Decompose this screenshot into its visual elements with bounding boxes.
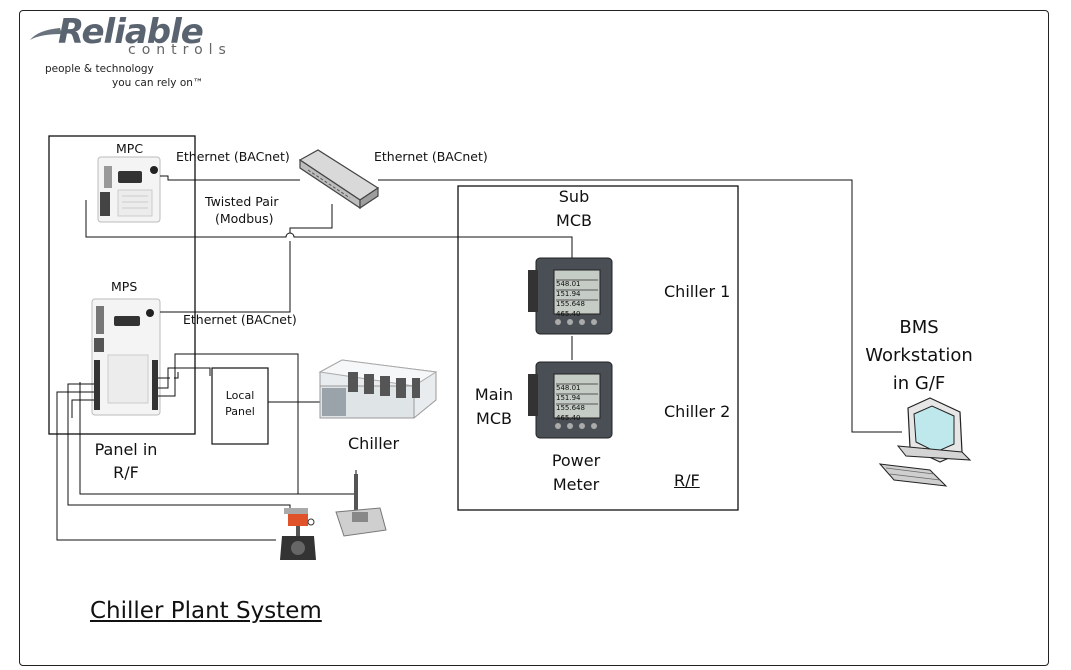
- label-chiller-2: Chiller 2: [664, 402, 731, 421]
- logo-subtitle: controls: [128, 42, 232, 58]
- wire-local-extra: [71, 399, 94, 418]
- meter-1-reading-4: 465.40: [556, 310, 581, 318]
- label-main: Main: [474, 385, 514, 404]
- label-sub: Sub: [558, 187, 590, 206]
- label-meter: Meter: [552, 475, 600, 494]
- label-chiller: Chiller: [348, 434, 400, 453]
- mps-controller: [91, 298, 161, 416]
- wire-switch-bms: [378, 179, 902, 433]
- label-mps: MPS: [111, 279, 138, 294]
- label-sub-mcb: MCB: [556, 211, 592, 230]
- tagline-line-2: you can rely on™: [112, 77, 204, 89]
- bms-workstation: [878, 397, 972, 487]
- label-panel-in: Panel in: [94, 440, 158, 459]
- wire-mpc-switch: [160, 175, 300, 181]
- power-meter-1: [528, 257, 613, 335]
- actuator-valve: [280, 508, 316, 560]
- label-main-mcb: MCB: [476, 409, 512, 428]
- meter-1-reading-3: 155.648: [556, 300, 585, 308]
- meter-2-reading-2: 151.94: [556, 394, 581, 402]
- meter-1-readings: 548.01 151.94 155.648 465.40: [556, 279, 585, 319]
- diagram-frame: [19, 10, 1049, 666]
- meter-2-readings: 548.01 151.94 155.648 465.40: [556, 383, 585, 423]
- logo-wordmark: Reliable: [58, 12, 204, 52]
- temperature-sensor: [335, 474, 387, 537]
- meter-2-reading-3: 155.648: [556, 404, 585, 412]
- wire-mps-switch: [160, 204, 333, 313]
- rf-box: [457, 185, 739, 511]
- wire-mps-local-1: [158, 367, 211, 389]
- label-workstation: Workstation: [865, 345, 973, 366]
- label-ethernet-1: Ethernet (BACnet): [176, 149, 290, 164]
- label-ethernet-3: Ethernet (BACnet): [183, 312, 297, 327]
- label-in-gf: in G/F: [892, 373, 946, 394]
- panel-rf-box: [48, 135, 196, 435]
- label-mpc: MPC: [116, 141, 144, 156]
- diagram-title: Chiller Plant System: [90, 598, 322, 624]
- label-local-panel-2: Panel: [225, 405, 255, 418]
- tagline-line-1: people & technology: [45, 63, 154, 75]
- label-panel-rf: R/F: [113, 463, 139, 482]
- wire-loop-right: [158, 353, 299, 494]
- wire-sensor-2: [67, 383, 291, 512]
- mpc-controller: [97, 156, 161, 223]
- label-rf: R/F: [674, 471, 700, 490]
- label-modbus: (Modbus): [215, 211, 274, 226]
- ethernet-switch: [298, 149, 380, 210]
- local-panel-box: [211, 367, 269, 445]
- label-local-panel-1: Local: [225, 389, 255, 402]
- chiller-unit: [318, 359, 438, 419]
- label-bms: BMS: [899, 317, 939, 338]
- meter-2-reading-4: 465.40: [556, 414, 581, 422]
- meter-1-reading-2: 151.94: [556, 290, 581, 298]
- label-ethernet-2: Ethernet (BACnet): [374, 149, 488, 164]
- power-meter-2: [528, 361, 613, 439]
- meter-2-reading-1: 548.01: [556, 384, 581, 392]
- meter-1-reading-1: 548.01: [556, 280, 581, 288]
- logo-swoosh: [30, 28, 62, 40]
- label-power: Power: [551, 451, 601, 470]
- wire-valve: [56, 391, 276, 541]
- label-chiller-1: Chiller 1: [664, 282, 731, 301]
- label-twisted-pair: Twisted Pair: [205, 194, 279, 209]
